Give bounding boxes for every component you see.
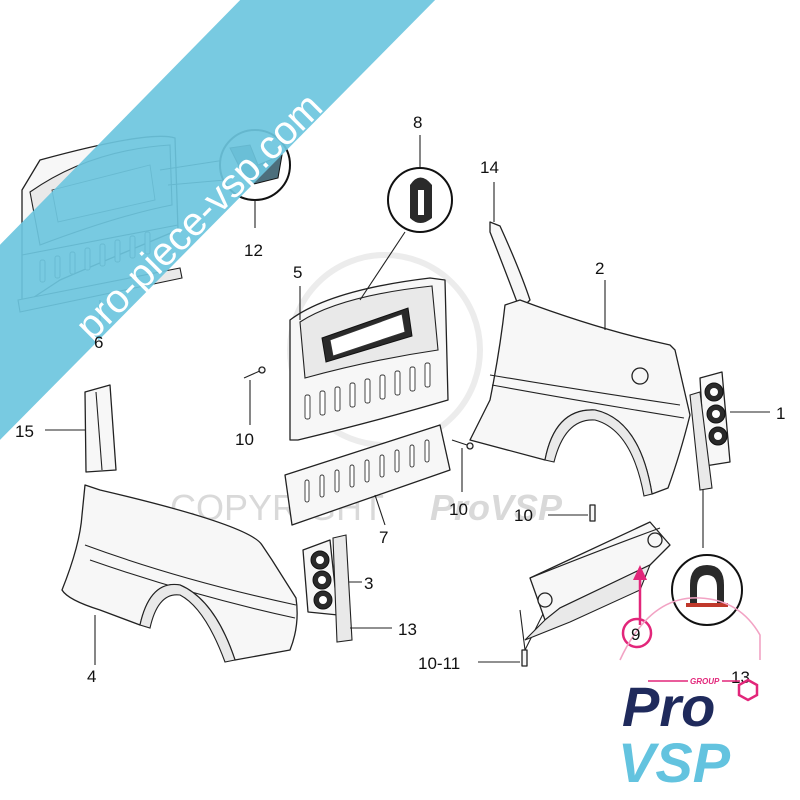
screw-center bbox=[451, 439, 474, 492]
logo-group-text: GROUP bbox=[690, 677, 720, 686]
callout-8: 8 bbox=[413, 113, 422, 132]
callout-2: 2 bbox=[595, 259, 604, 278]
part-1-right-lamp bbox=[689, 371, 770, 548]
callout-10-11: 10-11 bbox=[418, 654, 460, 673]
callout-5: 5 bbox=[293, 263, 302, 282]
part-15-pillar bbox=[45, 384, 117, 473]
part-7-slots bbox=[304, 439, 430, 503]
part-14-pillar bbox=[489, 182, 531, 311]
screw-right bbox=[548, 504, 596, 522]
part-7-rail bbox=[284, 424, 451, 526]
callout-numbers: 1 2 3 4 5 6 7 8 9 10 10 10 10-11 12 13 1… bbox=[15, 113, 785, 687]
part-2-right-fender bbox=[469, 280, 691, 497]
part-5-slots bbox=[304, 362, 431, 420]
screw-bottom bbox=[478, 609, 546, 667]
callout-9: 9 bbox=[631, 625, 640, 644]
part-4-left-fender bbox=[61, 484, 298, 665]
screw-left bbox=[243, 366, 266, 425]
callout-6: 6 bbox=[94, 333, 103, 352]
callout-10-center: 10 bbox=[449, 500, 468, 519]
screws bbox=[243, 366, 596, 667]
part-3-left-lamp bbox=[302, 539, 362, 616]
logo-vsp-text: VSP bbox=[618, 731, 731, 794]
part-8-detail-bubble bbox=[359, 135, 453, 301]
part-13-detail-bubble bbox=[671, 554, 743, 626]
callout-15: 15 bbox=[15, 422, 34, 441]
callout-10-right: 10 bbox=[514, 506, 533, 525]
callout-14: 14 bbox=[480, 158, 499, 177]
callout-12: 12 bbox=[244, 241, 263, 260]
callout-3: 3 bbox=[364, 574, 373, 593]
callout-10-left: 10 bbox=[235, 430, 254, 449]
callout-7: 7 bbox=[379, 528, 388, 547]
location-indicator bbox=[619, 565, 761, 661]
part-9-rear-step bbox=[524, 521, 671, 641]
provsp-logo: GROUP Pro VSP bbox=[618, 675, 759, 794]
callout-1: 1 bbox=[776, 404, 785, 423]
logo-pro-text: Pro bbox=[622, 675, 715, 738]
callout-4: 4 bbox=[87, 667, 96, 686]
callout-13-left: 13 bbox=[398, 620, 417, 639]
part-13-left-gasket bbox=[332, 534, 392, 643]
part-5-cab-panel bbox=[289, 277, 449, 441]
watermark-brand: ProVSP bbox=[430, 487, 563, 528]
